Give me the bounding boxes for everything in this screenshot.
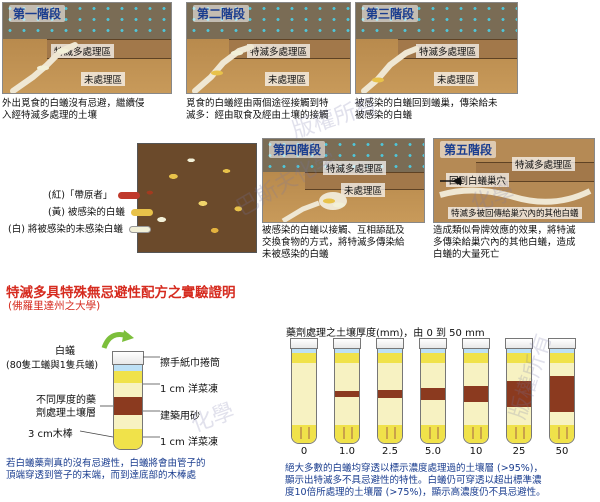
red-termite-icon	[118, 192, 141, 199]
soil-layer-line-1: 不同厚度的藥	[36, 395, 96, 406]
results-heading: 藥劑處理之土壤厚度(mm)，由 0 到 50 mm	[286, 328, 485, 339]
stage-4-untreated-label: 未處理區	[341, 183, 386, 197]
stage-4: 第四階段 特滅多處理區 未處理區 被感染的白蟻以接觸、互相舔舐及 交換食物的方式…	[262, 138, 432, 273]
soil-layer-line-2: 劑處理土壤層	[36, 408, 96, 419]
legend-yellow: (黃) 被感染的白蟻	[48, 204, 153, 218]
result-tube-thickness-label: 1.0	[339, 446, 355, 457]
stage-4-caption-line-1: 被感染的白蟻以接觸、互相舔舐及	[262, 225, 405, 236]
legend-white: (白) 將被感染的未感染白蟻	[8, 221, 151, 235]
arrow-down-icon	[101, 330, 134, 349]
result-tube-thickness-label: 50	[555, 446, 569, 457]
result-tube	[420, 348, 446, 444]
stage-1-caption-line-1: 外出覓食的白蟻沒有忌避，繼續侵	[2, 98, 145, 109]
wood-stick-label: 3 cm木棒	[28, 429, 73, 440]
termite-label: 白蟻	[55, 346, 75, 357]
stage-3-caption-line-2: 被感染的白蟻	[355, 110, 413, 121]
stage-5-diagram: 第五階段 特滅多處理區 回到白蟻巢穴 特滅多被回傳給巢穴內的其他白蟻	[433, 138, 595, 223]
stage-1-diagram: 第一階段 特滅多處理區 未處理區	[2, 2, 172, 94]
agar-top-label: 1 cm 洋菜凍	[160, 384, 218, 395]
stage-2-tunnel	[192, 44, 254, 93]
legend-red: (紅)「帶原者」	[48, 187, 141, 201]
experiment-title: 特滅多具特殊無忌避性配方之實驗證明	[6, 285, 236, 301]
experiment-tube	[113, 364, 143, 450]
stage-1-caption-line-2: 入經特滅多處理的土壤	[2, 110, 98, 121]
results-desc-line-2: 顯示出特滅多不具忌避性的特性。白蟻仍可穿透以超出標準濃	[285, 475, 542, 486]
agar-bottom-label: 1 cm 洋菜凍	[160, 437, 218, 448]
result-tube-thickness-label: 25	[512, 446, 526, 457]
stage-2-treated-label: 特滅多處理區	[247, 44, 311, 58]
stage-5-caption-line-1: 造成類似骨牌效應的效果，將特滅	[433, 225, 576, 236]
stage-1-untreated-label: 未處理區	[81, 72, 126, 86]
stage-1-tunnel	[10, 42, 78, 93]
stage-5-title: 第五階段	[440, 141, 497, 158]
legend-yellow-label: (黃) 被感染的白蟻	[48, 207, 125, 218]
stage-5-caption-line-2: 多傳染給巢穴內的其他白蟻，造成	[433, 237, 576, 248]
result-tube	[334, 348, 360, 444]
paper-plug-label: 擦手紙巾捲筒	[160, 358, 220, 369]
stage-4-caption-line-3: 未被感染的白蟻	[262, 249, 329, 260]
result-tube	[549, 348, 575, 444]
legend-red-label: (紅)「帶原者」	[48, 190, 113, 201]
result-tube-thickness-label: 5.0	[425, 446, 441, 457]
white-termite-icon	[128, 226, 151, 233]
stage-2-untreated-label: 未處理區	[265, 72, 310, 86]
stage-2-caption-line-1: 覓食的白蟻經由兩個途徑接觸到特	[186, 98, 329, 109]
stage-3-title: 第三階段	[362, 5, 419, 22]
stage-5: 第五階段 特滅多處理區 回到白蟻巢穴 特滅多被回傳給巢穴內的其他白蟻 造成類似骨…	[433, 138, 598, 273]
result-tube-thickness-label: 0	[300, 446, 308, 457]
yellow-termite-icon	[130, 209, 153, 216]
stage-5-nest-label: 回到白蟻巢穴	[446, 173, 510, 187]
sand-label: 建築用砂	[160, 411, 200, 422]
stage-2-diagram: 第二階段 特滅多處理區 未處理區	[186, 2, 351, 94]
stage-5-tunnel	[439, 176, 592, 205]
result-tube-thickness-label: 10	[469, 446, 483, 457]
stage-3-untreated-label: 未處理區	[434, 72, 479, 86]
stage-4-caption-line-2: 交換食物的方式，將特滅多傳染給	[262, 237, 405, 248]
stage-3-caption-line-1: 被感染的白蟻回到蟻巢，傳染給未	[355, 98, 498, 109]
termite-count: (80隻工蟻與1隻兵蟻)	[6, 360, 99, 371]
result-tube	[463, 348, 489, 444]
result-tube	[377, 348, 403, 444]
experiment-subtitle: (佛羅里達州之大學)	[8, 300, 101, 312]
legend-white-label: (白) 將被感染的未感染白蟻	[8, 224, 123, 235]
stage-1: 第一階段 特滅多處理區 未處理區 外出覓食的白蟻沒有忌避，繼續侵 入經特滅多處理…	[2, 2, 172, 135]
results-desc-line-1: 絕大多數的白蟻均穿透以標示濃度處理過的土壤層 (>95%)，	[285, 463, 544, 474]
stage-4-tunnel	[281, 192, 347, 222]
stage-5-spread-label: 特滅多被回傳給巢穴內的其他白蟻	[448, 207, 582, 219]
stage-4-title: 第四階段	[269, 141, 326, 158]
stage-1-title: 第一階段	[9, 5, 66, 22]
termite-photo	[137, 143, 257, 253]
result-tube	[291, 348, 317, 444]
stage-3: 第三階段 特滅多處理區 未處理區 被感染的白蟻回到蟻巢，傳染給未 被感染的白蟻	[355, 2, 525, 135]
stage-5-caption-line-3: 白蟻的大量死亡	[433, 249, 500, 260]
stage-2: 第二階段 特滅多處理區 未處理區 覓食的白蟻經由兩個途徑接觸到特 滅多：經由取食…	[186, 2, 356, 135]
stage-4-treated-label: 特滅多處理區	[323, 161, 387, 175]
stage-5-treated-label: 特滅多處理區	[512, 157, 576, 171]
leader-lines	[79, 356, 160, 438]
stage-4-diagram: 第四階段 特滅多處理區 未處理區	[262, 138, 425, 223]
stage-2-caption-line-2: 滅多：經由取食及經由土壤的接觸	[186, 110, 329, 121]
soil-layer-label: 不同厚度的藥 劑處理土壤層	[36, 394, 96, 420]
stage-3-tunnel	[361, 46, 419, 93]
stage-2-title: 第二階段	[193, 5, 250, 22]
stage-3-diagram: 第三階段 特滅多處理區 未處理區	[355, 2, 518, 94]
result-tube-thickness-label: 2.5	[382, 446, 398, 457]
stage-3-treated-label: 特滅多處理區	[416, 44, 480, 58]
results-desc-line-3: 度10倍所處理的土壤層 (>75%)，顯示高濃度仍不具忌避性。	[285, 487, 546, 498]
experiment-desc-line-2: 頂端穿透到管子的末端，而到達底部的木棒處	[6, 470, 197, 481]
experiment-desc-line-1: 若白蟻藥劑真的沒有忌避性，白蟻將會由管子的	[6, 458, 206, 469]
result-tube	[506, 348, 532, 444]
